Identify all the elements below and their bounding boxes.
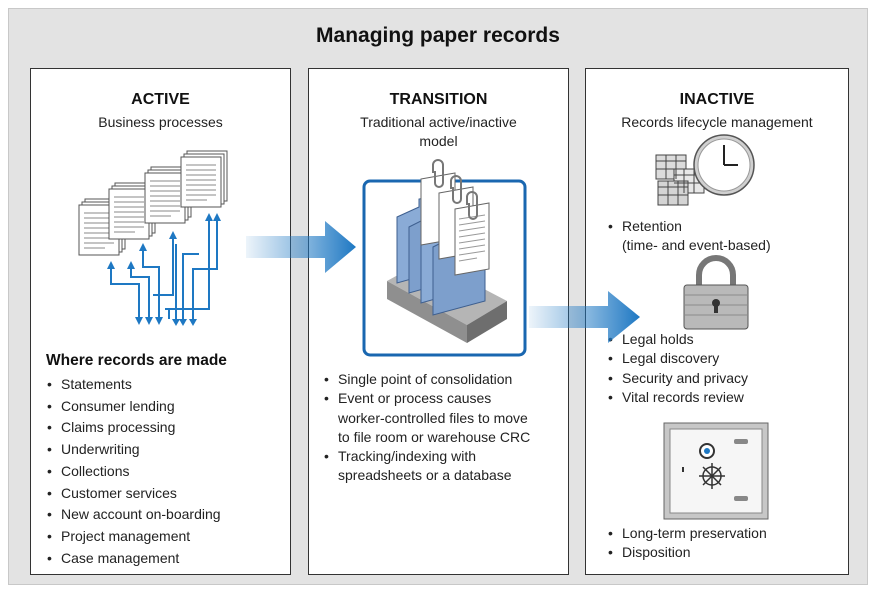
active-subtitle: Business processes xyxy=(98,114,223,130)
where-records-heading: Where records are made xyxy=(46,352,227,369)
list-item: Customer services xyxy=(46,483,286,505)
list-item: Consumer lending xyxy=(46,396,286,418)
list-item-text: Single point of consolidation xyxy=(338,371,513,387)
list-item: Claims processing xyxy=(46,417,286,439)
preservation-list: Long-term preservation Disposition xyxy=(607,524,847,563)
stacked-documents-icon xyxy=(31,69,292,326)
list-item: Event or process causes worker-controlle… xyxy=(323,389,563,447)
vault-safe-icon xyxy=(663,422,769,520)
list-item: Statements xyxy=(46,374,286,396)
list-item: Tracking/indexing with spreadsheets or a… xyxy=(323,447,563,486)
inactive-heading: INACTIVE xyxy=(679,91,755,108)
list-item-text: Event or process causes xyxy=(338,390,492,407)
list-item: Retention (time- and event-based) xyxy=(607,217,847,256)
transition-list: Single point of consolidation Event or p… xyxy=(323,370,563,486)
list-item: Case management xyxy=(46,548,286,570)
list-item: Underwriting xyxy=(46,439,286,461)
list-item: New account on-boarding xyxy=(46,504,286,526)
list-item-text: Tracking/indexing with xyxy=(338,448,476,465)
inactive-panel: INACTIVE Records lifecycle management Re… xyxy=(585,68,849,575)
list-item: Project management xyxy=(46,526,286,548)
active-heading: ACTIVE xyxy=(131,91,190,108)
list-item-text: to file room or warehouse CRC xyxy=(338,428,531,445)
active-panel: ACTIVE Business processes xyxy=(30,68,291,575)
list-item: Vital records review xyxy=(607,388,847,408)
list-item-text: spreadsheets or a database xyxy=(338,467,512,484)
legal-list: Legal holds Legal discovery Security and… xyxy=(607,330,847,407)
transition-subtitle: Traditional active/inactive model xyxy=(309,113,568,151)
list-item: Security and privacy xyxy=(607,369,847,389)
list-item-text: (time- and event-based) xyxy=(622,237,771,254)
list-item: Collections xyxy=(46,461,286,483)
list-item-text: Retention xyxy=(622,218,682,234)
calendar-clock-icon xyxy=(655,134,755,206)
list-item: Single point of consolidation xyxy=(323,370,563,390)
transition-subtitle-line1: Traditional active/inactive xyxy=(360,114,517,130)
list-item: Disposition xyxy=(607,543,847,563)
transition-heading: TRANSITION xyxy=(389,91,488,108)
transition-panel: TRANSITION Traditional active/inactive m… xyxy=(308,68,569,575)
active-list: Statements Consumer lending Claims proce… xyxy=(46,374,286,569)
file-tray-icon xyxy=(362,159,527,357)
transition-subtitle-line2: model xyxy=(419,133,458,149)
inactive-subtitle: Records lifecycle management xyxy=(621,114,813,130)
list-item-text: worker-controlled files to move xyxy=(338,409,528,426)
list-item: Legal discovery xyxy=(607,349,847,369)
list-item: Long-term preservation xyxy=(607,524,847,544)
diagram-title: Managing paper records xyxy=(316,24,560,47)
padlock-icon xyxy=(683,255,749,330)
retention-list: Retention (time- and event-based) xyxy=(607,217,847,256)
